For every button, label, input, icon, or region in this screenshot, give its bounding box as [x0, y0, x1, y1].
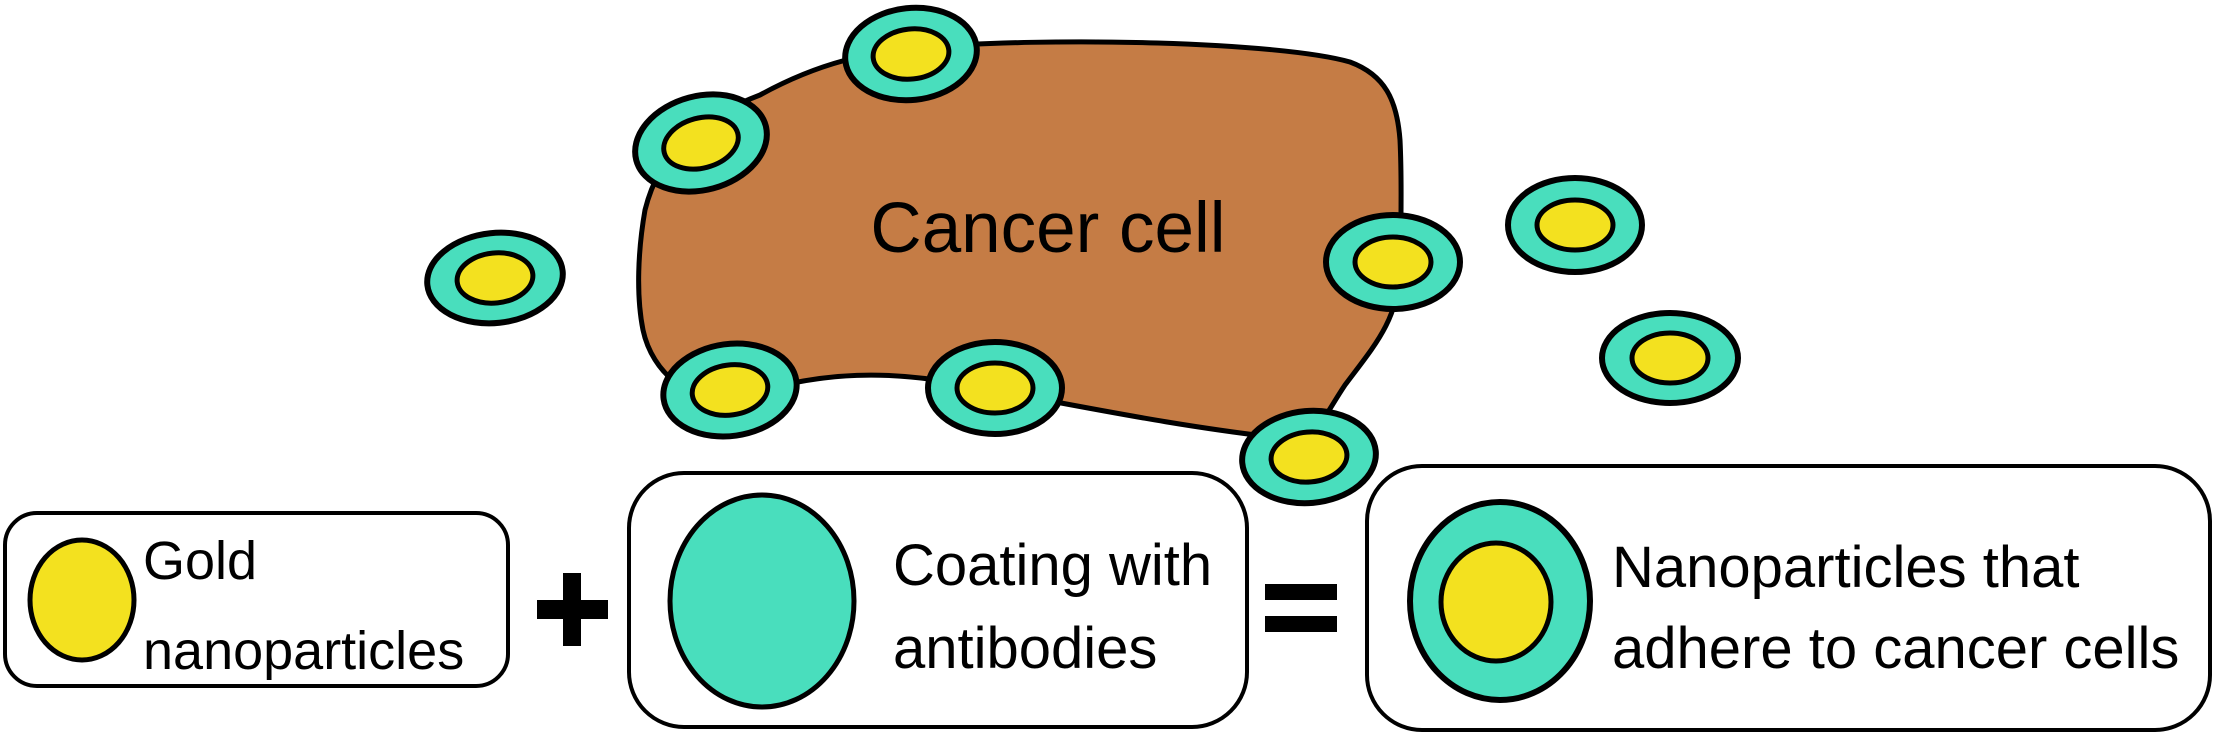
- legend-gold-nanoparticles: Gold nanoparticles: [3, 511, 510, 688]
- nanoparticle-attached: [1239, 407, 1379, 507]
- legend-gold-box: [3, 511, 510, 688]
- gold-core: [1534, 197, 1616, 253]
- legend-gold-line2: nanoparticles: [143, 621, 464, 681]
- legend-result-nanoparticle: Nanoparticles that adhere to cancer cell…: [1365, 464, 2212, 732]
- gold-core: [689, 362, 771, 418]
- nanoparticle-attached: [660, 340, 800, 440]
- legend-result-box: [1365, 464, 2212, 732]
- nanoparticle-free: [1599, 310, 1741, 406]
- legend-antibody-coating: Coating with antibodies: [627, 471, 1249, 729]
- legend-result-line1: Nanoparticles that: [1612, 535, 2079, 600]
- cancer-cell-label: Cancer cell: [870, 189, 1225, 268]
- coated-nanoparticle-core-icon: [1438, 540, 1554, 664]
- plus-operator: [537, 573, 608, 646]
- nanoparticle-attached: [632, 91, 770, 195]
- gold-core: [454, 250, 536, 306]
- nanoparticle-attached: [1323, 212, 1463, 312]
- gold-core: [1268, 429, 1350, 485]
- nanoparticle-attached: [842, 4, 980, 104]
- gold-core: [1352, 234, 1434, 290]
- gold-core: [1629, 330, 1711, 386]
- legend-result-line2: adhere to cancer cells: [1612, 616, 2179, 681]
- nanoparticle-layer: [424, 4, 1741, 507]
- nanoparticle-attached: [925, 339, 1065, 437]
- antibody-coating-icon: [667, 492, 857, 710]
- gold-nanoparticle-icon: [27, 537, 137, 663]
- legend-coating-line2: antibodies: [893, 616, 1157, 681]
- nanoparticle-free: [1505, 175, 1645, 275]
- legend-coating-line1: Coating with: [893, 533, 1212, 598]
- gold-core: [870, 26, 952, 82]
- equals-operator: [1265, 584, 1337, 632]
- gold-core: [661, 114, 741, 172]
- gold-core: [954, 360, 1036, 416]
- nanoparticle-free: [424, 229, 566, 327]
- legend-gold-line1: Gold: [143, 531, 257, 591]
